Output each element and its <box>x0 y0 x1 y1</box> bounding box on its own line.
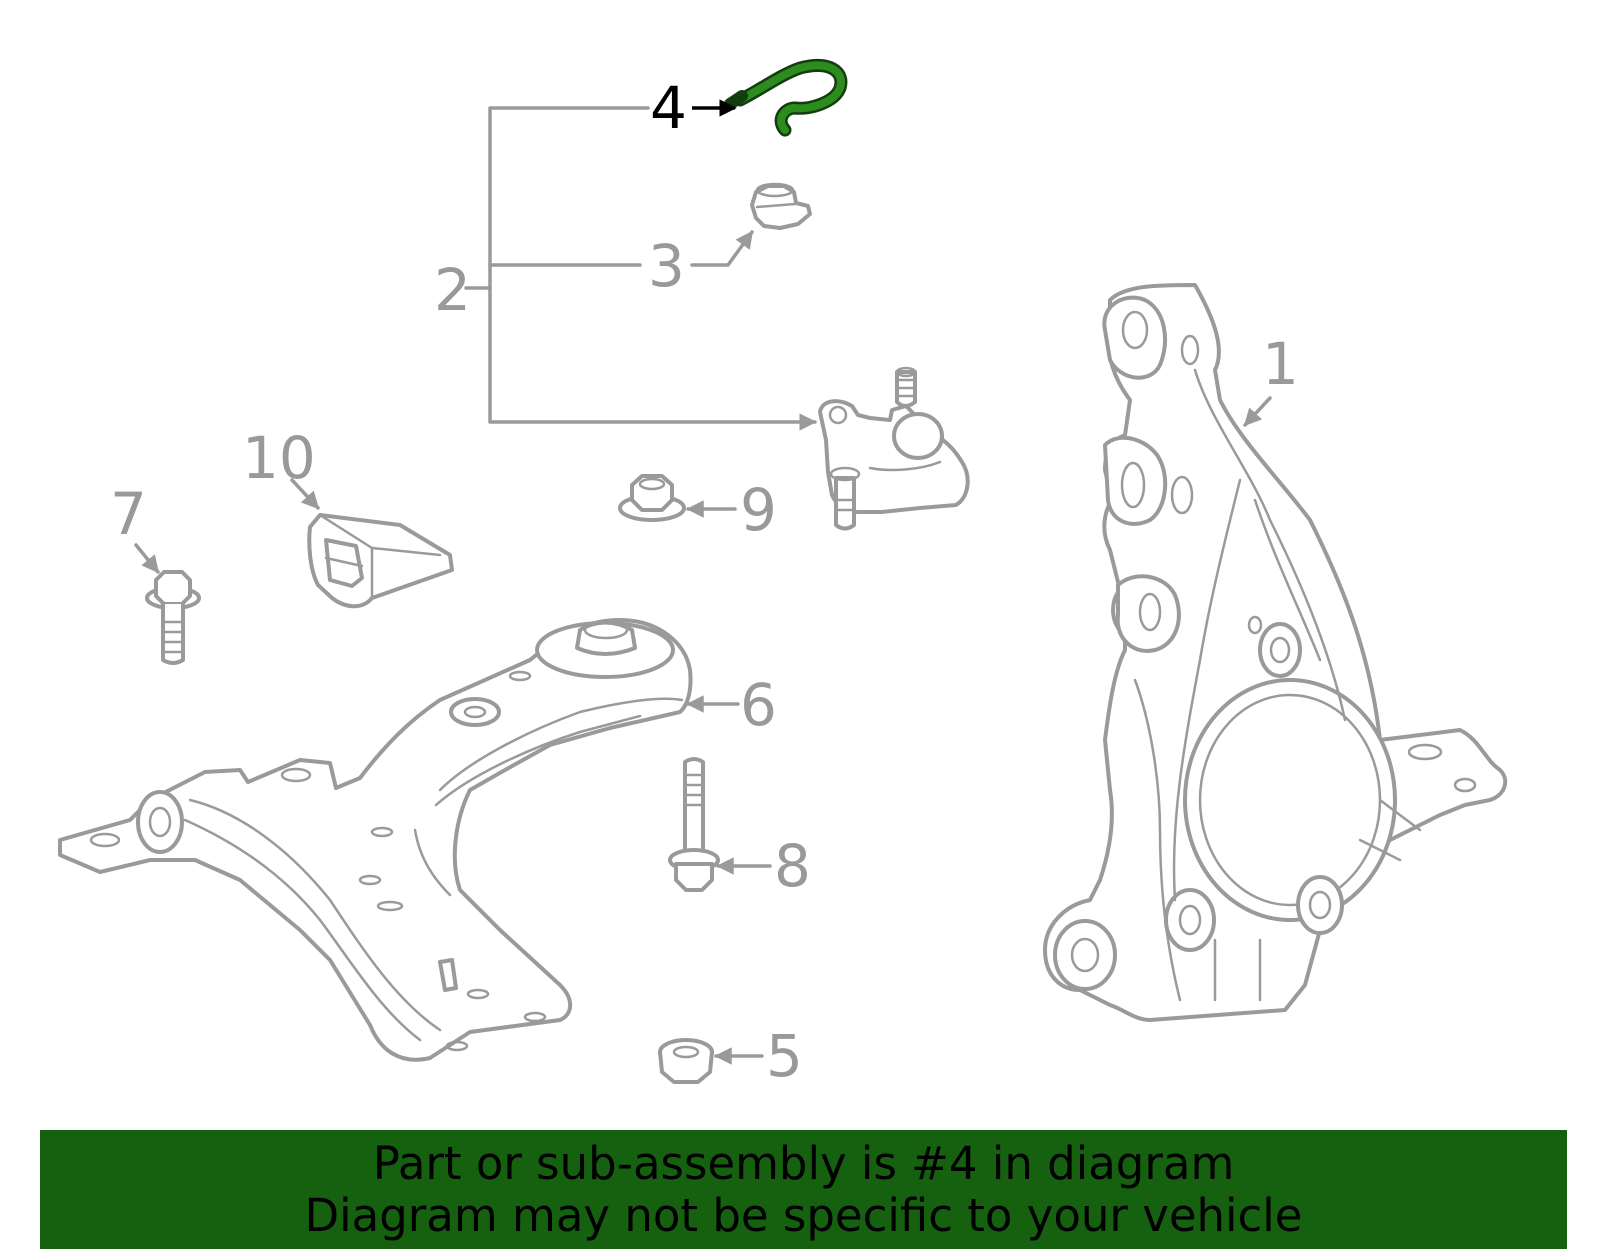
callout-10: 10 <box>242 424 316 492</box>
callout-1: 1 <box>1262 330 1299 398</box>
part-3-boot[interactable] <box>750 182 812 230</box>
parts-diagram: 4 3 2 1 10 9 7 6 8 5 <box>58 58 1508 1090</box>
info-banner: Part or sub-assembly is #4 in diagram Di… <box>40 1130 1567 1249</box>
callout-5: 5 <box>766 1022 803 1090</box>
callout-4: 4 <box>650 74 687 142</box>
callout-2: 2 <box>434 256 471 324</box>
part-2-ball-joint[interactable] <box>818 366 970 531</box>
callout-3: 3 <box>648 232 685 300</box>
callout-9: 9 <box>740 476 777 544</box>
callout-6: 6 <box>740 671 777 739</box>
part-9-nut[interactable] <box>618 474 686 522</box>
arrow-1 <box>1243 396 1272 427</box>
arrow-7 <box>134 543 160 574</box>
callout-8: 8 <box>774 832 811 900</box>
part-6-lower-control-arm[interactable] <box>58 618 693 1062</box>
arrow-3 <box>690 230 754 267</box>
banner-line-1: Part or sub-assembly is #4 in diagram <box>372 1136 1235 1190</box>
part-1-steering-knuckle[interactable] <box>1043 283 1508 1022</box>
banner-line-2: Diagram may not be specific to your vehi… <box>304 1188 1303 1242</box>
part-5-nut[interactable] <box>658 1038 714 1084</box>
part-8-bolt[interactable] <box>668 757 720 892</box>
callout-7: 7 <box>110 480 147 548</box>
bracket-2 <box>464 106 817 431</box>
arrow-10 <box>290 478 320 510</box>
part-7-bolt[interactable] <box>145 570 201 665</box>
part-4-clip[interactable] <box>724 58 848 137</box>
part-10-bracket[interactable] <box>307 513 454 609</box>
